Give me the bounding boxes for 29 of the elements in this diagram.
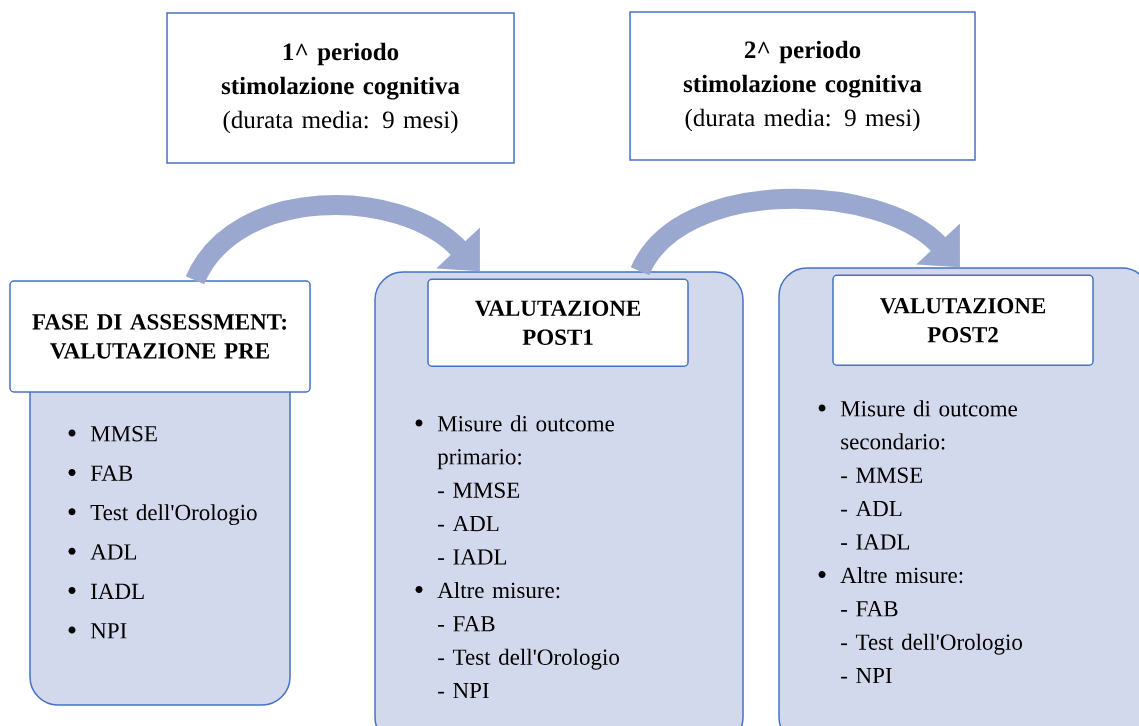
list-item: - MMSE bbox=[438, 482, 520, 498]
period-box: 2^ periodo stimolazione cognitiva (durata media: 9 mesi) bbox=[629, 11, 976, 161]
list-item: MMSE bbox=[90, 426, 157, 442]
header-box: VALUTAZIONE POST2 bbox=[832, 274, 1094, 366]
list-item: - FAB bbox=[438, 616, 495, 632]
list-item: - ADL bbox=[841, 500, 902, 517]
list-item: - MMSE bbox=[841, 467, 923, 483]
list-item: FAB bbox=[90, 465, 133, 481]
list-item: NPI bbox=[90, 623, 127, 639]
curved-arrow bbox=[186, 195, 480, 286]
period-box: 1^ periodo stimolazione cognitiva (durata media: 9 mesi) bbox=[166, 12, 515, 164]
list-item: - NPI bbox=[438, 683, 489, 699]
list-item: - Test dell'Orologio bbox=[841, 633, 1022, 655]
list-item: ADL bbox=[90, 544, 137, 560]
header-box: FASE DI ASSESSMENT: VALUTAZIONE PRE bbox=[9, 280, 311, 393]
list-item: - FAB bbox=[841, 601, 898, 617]
list-item: - NPI bbox=[841, 668, 892, 684]
list-item: Misure di outcome primario: bbox=[437, 415, 614, 470]
list-item: - IADL bbox=[841, 534, 910, 550]
list-item: Misure di outcome secondario: bbox=[840, 400, 1017, 450]
list-item: IADL bbox=[91, 583, 144, 599]
curved-arrow bbox=[631, 189, 960, 277]
list-item: Altre misure: bbox=[840, 566, 963, 584]
list-item: - Test dell'Orologio bbox=[438, 648, 619, 670]
list-item: Altre misure: bbox=[437, 581, 560, 599]
list-item: - ADL bbox=[438, 515, 499, 532]
header-box: VALUTAZIONE POST1 bbox=[427, 278, 689, 367]
list-item: - IADL bbox=[438, 549, 507, 565]
list-item: Test dell'Orologio bbox=[90, 504, 257, 526]
